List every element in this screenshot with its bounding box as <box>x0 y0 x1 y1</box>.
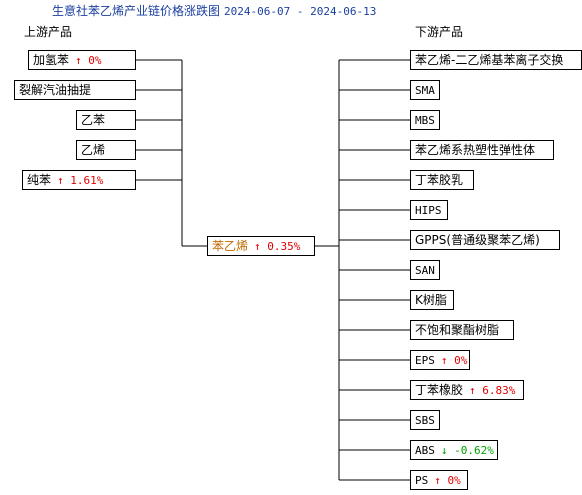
upstream-node[interactable]: 乙苯 <box>76 110 136 130</box>
product-name: K树脂 <box>415 293 447 307</box>
price-change: ↑ 0% <box>440 354 468 367</box>
downstream-heading: 下游产品 <box>415 25 464 39</box>
price-change: ↓ -0.62% <box>440 444 494 457</box>
downstream-node[interactable]: HIPS <box>410 200 448 220</box>
downstream-node[interactable]: ABS ↓ -0.62% <box>410 440 498 460</box>
upstream-node[interactable]: 乙烯 <box>76 140 136 160</box>
price-change: ↑ 6.83% <box>469 384 516 397</box>
downstream-node[interactable]: SMA <box>410 80 440 100</box>
product-name: 苯乙烯-二乙烯基苯离子交换 <box>415 53 564 67</box>
price-change: ↑ 0% <box>434 474 461 487</box>
downstream-node[interactable]: 苯乙烯系热塑性弹性体 <box>410 140 554 160</box>
downstream-node[interactable]: PS ↑ 0% <box>410 470 468 490</box>
center-node[interactable]: 苯乙烯 ↑ 0.35% <box>207 236 315 256</box>
upstream-node[interactable]: 加氢苯 ↑ 0% <box>28 50 136 70</box>
product-name: MBS <box>415 114 435 127</box>
price-change: ↑ 0.35% <box>254 240 301 253</box>
downstream-node[interactable]: SAN <box>410 260 440 280</box>
upstream-heading: 上游产品 <box>24 25 73 39</box>
product-name: 不饱和聚酯树脂 <box>415 323 500 337</box>
downstream-node[interactable]: SBS <box>410 410 440 430</box>
downstream-node[interactable]: MBS <box>410 110 440 130</box>
product-name: SAN <box>415 264 435 277</box>
product-name: 苯乙烯 <box>212 239 249 253</box>
upstream-node[interactable]: 裂解汽油抽提 <box>14 80 136 100</box>
price-change: ↑ 0% <box>75 54 102 67</box>
price-change: ↑ 1.61% <box>57 174 104 187</box>
upstream-node[interactable]: 纯苯 ↑ 1.61% <box>22 170 136 190</box>
product-name: SBS <box>415 414 435 427</box>
product-name: 丁苯橡胶 <box>415 383 464 397</box>
product-name: 纯苯 <box>27 173 52 187</box>
downstream-node[interactable]: K树脂 <box>410 290 454 310</box>
downstream-node[interactable]: 丁苯橡胶 ↑ 6.83% <box>410 380 524 400</box>
downstream-node[interactable]: 丁苯胶乳 <box>410 170 474 190</box>
product-name: SMA <box>415 84 435 97</box>
product-name: 裂解汽油抽提 <box>19 83 92 97</box>
product-name: 丁苯胶乳 <box>415 173 464 187</box>
downstream-node[interactable]: EPS ↑ 0% <box>410 350 470 370</box>
downstream-node[interactable]: 苯乙烯-二乙烯基苯离子交换 <box>410 50 582 70</box>
downstream-node[interactable]: 不饱和聚酯树脂 <box>410 320 514 340</box>
product-name: 苯乙烯系热塑性弹性体 <box>415 143 536 157</box>
title-text: 生意社苯乙烯产业链价格涨跌图 <box>52 4 221 18</box>
product-name: PS <box>415 474 429 487</box>
product-name: HIPS <box>415 204 442 217</box>
date-range: 2024-06-07 - 2024-06-13 <box>224 5 377 18</box>
product-name: 乙苯 <box>81 113 106 127</box>
product-name: GPPS(普通级聚苯乙烯) <box>415 233 540 247</box>
product-name: EPS <box>415 354 435 367</box>
product-name: 乙烯 <box>81 143 106 157</box>
product-name: ABS <box>415 444 435 457</box>
product-name: 加氢苯 <box>33 53 70 67</box>
downstream-node[interactable]: GPPS(普通级聚苯乙烯) <box>410 230 560 250</box>
